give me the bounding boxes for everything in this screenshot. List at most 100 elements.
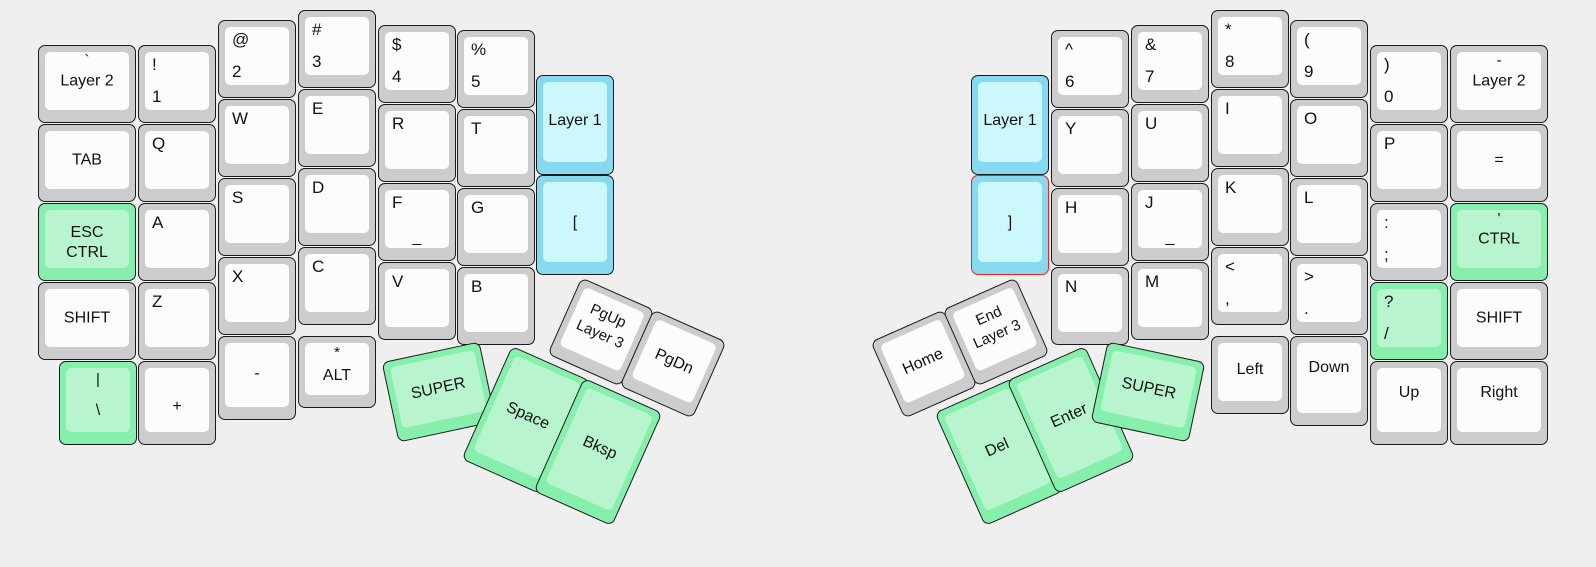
key-j[interactable]: J _ [1131, 183, 1209, 261]
key-o[interactable]: O [1290, 99, 1368, 177]
legend-base: ; [1384, 244, 1389, 264]
key-arrow-right[interactable]: Right [1450, 361, 1548, 445]
key-3-hash[interactable]: # 3 [298, 10, 376, 88]
key-c[interactable]: C [298, 247, 376, 325]
keycap: X [225, 264, 289, 322]
key-alt-left[interactable]: * ALT [298, 336, 376, 408]
legend-center: Space [503, 398, 553, 433]
key-7-amp[interactable]: & 7 [1131, 25, 1209, 103]
key-r[interactable]: R [378, 104, 456, 182]
key-arrow-down[interactable]: Down [1290, 336, 1368, 426]
key-layer1-right[interactable]: Layer 1 [971, 75, 1049, 175]
key-a[interactable]: A [138, 203, 216, 281]
key-d[interactable]: D [298, 168, 376, 246]
key-m[interactable]: M [1131, 262, 1209, 340]
key-esc-ctrl[interactable]: ESC CTRL [38, 203, 136, 281]
keycap: Y [1058, 116, 1122, 174]
legend-center-line1: End [973, 302, 1005, 330]
key-minus-left[interactable]: - [218, 336, 296, 420]
key-pipe-backslash[interactable]: | \ [59, 361, 137, 445]
key-comma-lt[interactable]: < , [1211, 247, 1289, 325]
key-v[interactable]: V [378, 262, 456, 340]
key-h[interactable]: H [1051, 188, 1129, 266]
keycap: @ 2 [225, 27, 289, 85]
key-g[interactable]: G [457, 188, 535, 266]
legend-base: U [1145, 114, 1158, 133]
key-t[interactable]: T [457, 109, 535, 187]
keycap: D [305, 175, 369, 233]
legend-center: PgDn [652, 345, 696, 378]
legend-center-line2: Layer 3 [573, 316, 627, 353]
key-x[interactable]: X [218, 257, 296, 335]
key-shift-left[interactable]: SHIFT [38, 282, 136, 360]
legend-top: * [334, 344, 340, 361]
key-slash-question[interactable]: ? / [1370, 282, 1448, 360]
key-6-caret[interactable]: ^ 6 [1051, 30, 1129, 108]
key-s[interactable]: S [218, 178, 296, 256]
key-tab[interactable]: TAB [38, 124, 136, 202]
legend-base: L [1304, 188, 1314, 207]
key-period-gt[interactable]: > . [1290, 257, 1368, 335]
key-5-percent[interactable]: % 5 [457, 30, 535, 108]
legend-shift: # [312, 20, 322, 39]
key-layer1-left[interactable]: Layer 1 [536, 75, 614, 175]
key-f[interactable]: F _ [378, 183, 456, 261]
key-bracket-left[interactable]: [ [536, 175, 614, 275]
key-0-rparen[interactable]: ) 0 [1370, 45, 1448, 123]
keycap: SUPER [1100, 349, 1198, 429]
legend-base: 6 [1065, 71, 1075, 91]
legend-base: 8 [1225, 51, 1235, 71]
key-q[interactable]: Q [138, 124, 216, 202]
keycap: H [1058, 195, 1122, 253]
legend-shift: ? [1384, 292, 1394, 311]
key-shift-right[interactable]: SHIFT [1450, 282, 1548, 360]
key-4-dollar[interactable]: $ 4 [378, 25, 456, 103]
legend-base: C [312, 257, 325, 276]
legend-base: 0 [1384, 86, 1394, 106]
keycap: Left [1218, 343, 1282, 401]
key-u[interactable]: U [1131, 104, 1209, 182]
key-semicolon-colon[interactable]: : ; [1370, 203, 1448, 281]
key-2-at[interactable]: @ 2 [218, 20, 296, 98]
key-layer2-right[interactable]: - Layer 2 [1450, 45, 1548, 123]
legend-base: V [392, 272, 404, 291]
legend-center: Left [1236, 361, 1264, 378]
keycap: - [225, 343, 289, 407]
keycap: L [1297, 185, 1361, 243]
legend-center: SHIFT [63, 309, 111, 327]
key-9-lparen[interactable]: ( 9 [1290, 20, 1368, 98]
legend-base: 2 [232, 61, 242, 81]
key-arrow-up[interactable]: Up [1370, 361, 1448, 445]
legend-base: W [232, 109, 249, 128]
legend-shift: ^ [1065, 40, 1073, 59]
key-layer2-left[interactable]: ` Layer 2 [38, 45, 136, 123]
key-1-exclam[interactable]: ! 1 [138, 45, 216, 123]
keycap: A [145, 210, 209, 268]
key-y[interactable]: Y [1051, 109, 1129, 187]
key-p[interactable]: P [1370, 124, 1448, 202]
key-equals[interactable]: = [1450, 124, 1548, 202]
legend-shift: > [1304, 267, 1314, 286]
keycap: : ; [1377, 210, 1441, 268]
legend-shift: ) [1384, 55, 1390, 74]
key-plus-left[interactable]: + [138, 361, 216, 445]
key-8-asterisk[interactable]: * 8 [1211, 10, 1289, 88]
legend-shift: < [1225, 257, 1235, 276]
key-n[interactable]: N [1051, 267, 1129, 345]
key-e[interactable]: E [298, 89, 376, 167]
key-ctrl-quote[interactable]: ' CTRL [1450, 203, 1548, 281]
keycap: I [1218, 96, 1282, 154]
key-b[interactable]: B [457, 267, 535, 345]
key-i[interactable]: I [1211, 89, 1289, 167]
key-l[interactable]: L [1290, 178, 1368, 256]
legend-base: M [1145, 272, 1160, 291]
key-w[interactable]: W [218, 99, 296, 177]
legend-center: Layer 2 [60, 72, 114, 90]
keycap: SHIFT [1457, 289, 1541, 347]
key-bracket-right[interactable]: ] [971, 175, 1049, 275]
keycap: J _ [1138, 190, 1202, 248]
key-z[interactable]: Z [138, 282, 216, 360]
key-arrow-left[interactable]: Left [1211, 336, 1289, 414]
key-k[interactable]: K [1211, 168, 1289, 246]
